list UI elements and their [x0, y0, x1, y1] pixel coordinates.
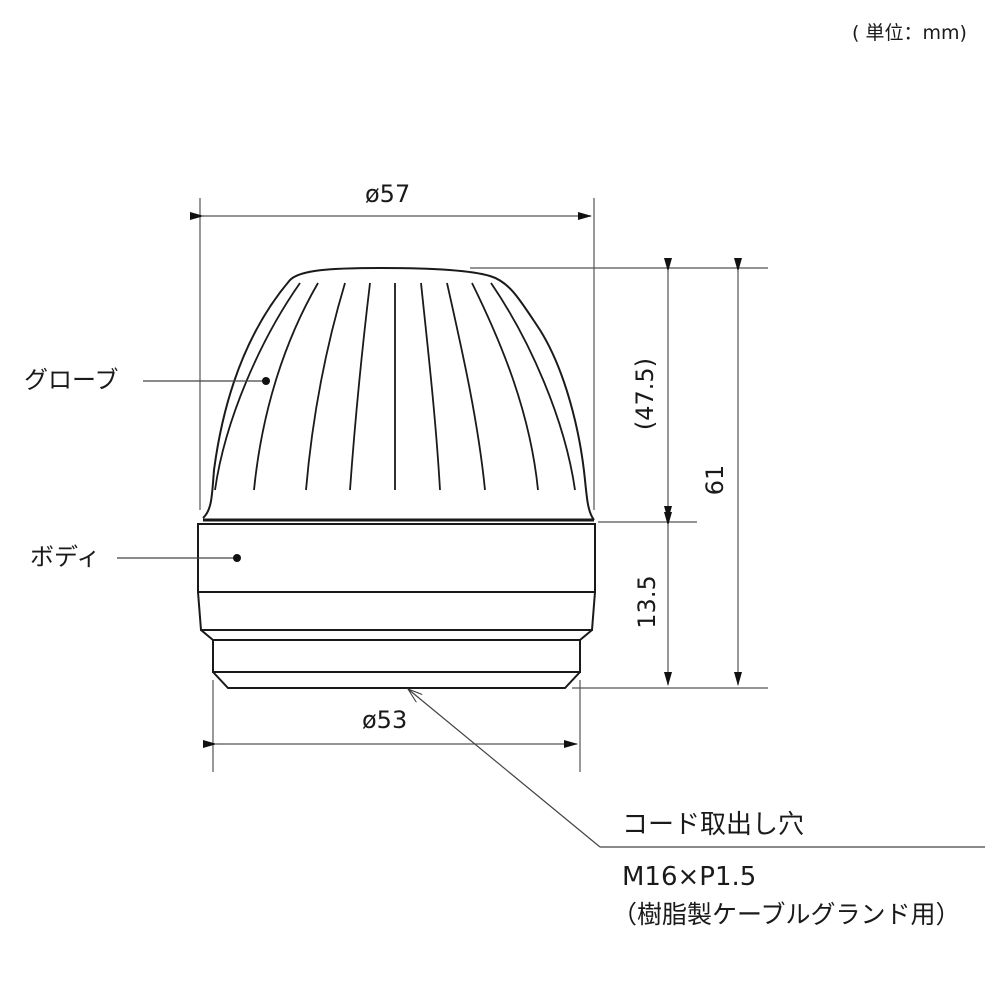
total-height-label: 61 [701, 464, 729, 496]
bottom-diameter-label: ø53 [362, 706, 408, 734]
body-shape [197, 523, 596, 689]
globe-label: グローブ [24, 366, 119, 394]
unit-note: ( 単位：mm) [852, 22, 967, 44]
body-label: ボディ [30, 543, 101, 571]
top-diameter-label: ø57 [365, 180, 411, 208]
leader-lines [117, 377, 985, 848]
globe-shape [202, 266, 595, 522]
globe-ribs [214, 282, 576, 491]
extension-lines [199, 198, 768, 772]
cord-hole-thread: M16×P1.5 [622, 862, 757, 892]
cord-hole-title: コード取出し穴 [622, 810, 805, 840]
dimension-lines [190, 212, 742, 748]
globe-height-label: (47.5) [631, 357, 659, 431]
cord-hole-note: （樹脂製ケーブルグランド用） [612, 900, 961, 929]
body-height-label: 13.5 [633, 575, 661, 629]
